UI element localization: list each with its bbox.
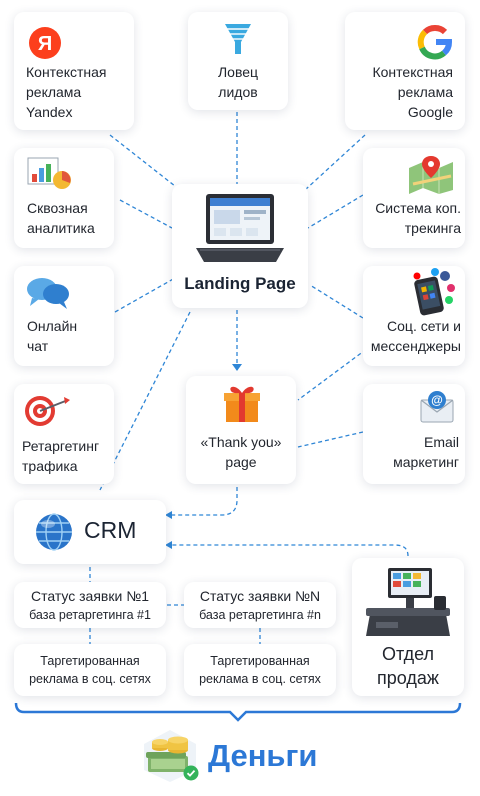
line-email-thankyou	[297, 431, 364, 448]
crm-label: CRM	[84, 517, 137, 543]
line-yandex-landing	[109, 134, 181, 191]
landing-page-label: Landing Page	[184, 274, 296, 293]
money-label: Деньги	[208, 738, 318, 773]
yandex-logo-icon: Я	[29, 27, 61, 59]
line-chat-landing	[114, 277, 176, 313]
request-status-n-title: Статус заявки №N	[199, 588, 321, 604]
bottom-brace	[14, 702, 462, 722]
line-analytics-landing	[119, 199, 173, 229]
request-status-1-card: Статус заявки №1 база ретаргетинга #1	[14, 582, 166, 628]
laptop-icon	[196, 194, 284, 262]
funnel-icon	[225, 24, 251, 54]
analytics-chart-icon	[27, 157, 71, 189]
call-tracking-card: Система коп.трекинга	[363, 148, 465, 248]
map-pin-icon	[409, 156, 453, 194]
money-stack-icon	[144, 730, 196, 782]
thank-you-page-label: «Thank you»page	[200, 434, 282, 470]
retargeting-base-1-label: база ретаргетинга #1	[29, 608, 151, 622]
crm-card: CRM	[14, 500, 166, 564]
line-sales-crm	[172, 544, 409, 557]
email-envelope-icon: @	[420, 391, 454, 423]
google-logo-icon	[417, 25, 452, 60]
smartphone-apps-icon	[413, 268, 455, 316]
line-tracking-landing	[307, 194, 364, 229]
check-icon	[183, 765, 199, 781]
svg-text:Я: Я	[38, 33, 52, 55]
call-tracking-label: Система коп.трекинга	[375, 200, 461, 236]
cash-register-icon	[366, 568, 450, 636]
gift-box-icon	[224, 386, 260, 422]
svg-text:@: @	[431, 393, 443, 407]
target-icon	[25, 396, 70, 426]
landing-page-card: Landing Page	[172, 184, 308, 308]
retargeting-base-n-label: база ретаргетинга #n	[199, 608, 321, 622]
line-social-landing	[309, 284, 364, 319]
line-thankyou-crm	[172, 487, 238, 516]
line-google-landing	[304, 134, 366, 191]
arrow-to-thankyou	[232, 364, 242, 371]
arrow-to-crm-2	[165, 541, 172, 549]
request-status-1-title: Статус заявки №1	[30, 588, 149, 604]
arrow-to-crm-1	[165, 511, 172, 519]
thank-you-page-card: «Thank you»page	[186, 376, 296, 484]
line-social-thankyou	[297, 344, 373, 401]
globe-icon	[36, 513, 72, 551]
chat-bubbles-icon	[27, 278, 69, 309]
request-status-n-card: Статус заявки №N база ретаргетинга #n	[184, 582, 336, 628]
